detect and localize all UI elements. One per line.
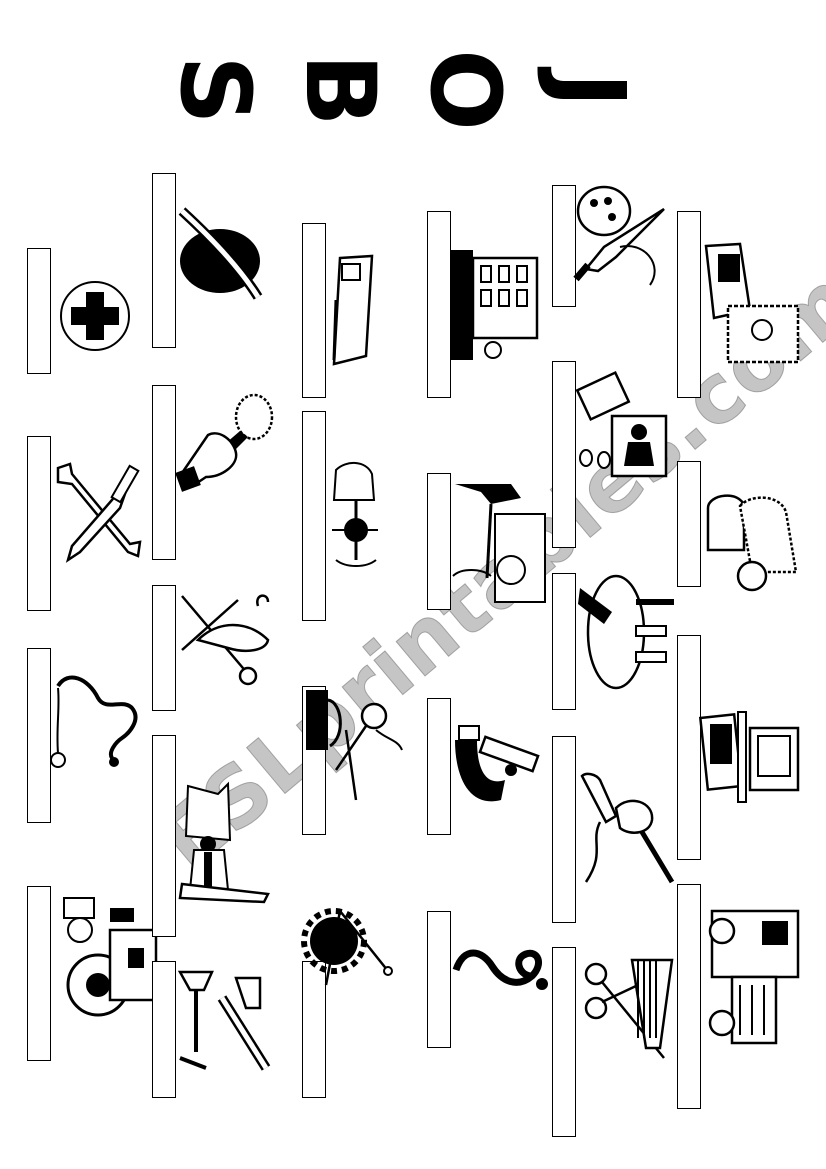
answer-box[interactable] bbox=[677, 211, 701, 398]
answer-box[interactable] bbox=[677, 635, 701, 860]
paint-palette-and-knife-icon bbox=[573, 185, 670, 290]
answer-box[interactable] bbox=[152, 385, 176, 560]
hanger-and-needle-icon bbox=[178, 590, 273, 690]
answer-box[interactable] bbox=[152, 173, 176, 348]
answer-box[interactable] bbox=[552, 736, 576, 923]
calculator-and-picture-icon bbox=[700, 240, 802, 365]
answer-box[interactable] bbox=[27, 648, 51, 823]
answer-box[interactable] bbox=[552, 947, 576, 1137]
comb-and-scissors-icon bbox=[576, 958, 676, 1068]
tape-and-scissors-icon bbox=[306, 690, 406, 815]
computer-icon bbox=[698, 710, 802, 810]
answer-box[interactable] bbox=[27, 886, 51, 1061]
answer-box[interactable] bbox=[302, 223, 326, 398]
answer-box[interactable] bbox=[152, 585, 176, 711]
answer-box[interactable] bbox=[552, 185, 576, 307]
microphone-icon bbox=[175, 393, 278, 495]
answer-box[interactable] bbox=[427, 911, 451, 1048]
microscope-icon bbox=[451, 720, 546, 815]
electric-drill-icon bbox=[576, 772, 676, 892]
delivery-truck-icon bbox=[702, 905, 804, 1045]
treble-clef-icon bbox=[452, 940, 552, 1000]
wrench-and-screwdriver-icon bbox=[50, 460, 145, 570]
answer-box[interactable] bbox=[427, 211, 451, 398]
shop-building-icon bbox=[451, 250, 541, 370]
bread-and-cheese-icon bbox=[700, 490, 805, 600]
answer-box[interactable] bbox=[27, 248, 51, 374]
book-and-paper-icon bbox=[326, 250, 381, 370]
answer-box[interactable] bbox=[552, 573, 576, 710]
answer-box[interactable] bbox=[152, 961, 176, 1098]
stethoscope-icon bbox=[48, 668, 143, 778]
answer-box[interactable] bbox=[27, 436, 51, 611]
answer-box[interactable] bbox=[677, 884, 701, 1109]
news-anchor-icon bbox=[575, 370, 671, 486]
first-aid-cross-icon bbox=[57, 278, 137, 358]
bus-driver-icon bbox=[326, 460, 386, 580]
answer-box[interactable] bbox=[302, 961, 326, 1098]
title-letter-o: O bbox=[409, 49, 521, 131]
gear-and-compass-icon bbox=[301, 905, 396, 1005]
answer-box[interactable] bbox=[677, 461, 701, 587]
answer-box[interactable] bbox=[427, 473, 451, 610]
sink-plunger-and-pipe-icon bbox=[176, 968, 276, 1078]
hat-and-feather-icon bbox=[176, 205, 271, 305]
answer-box[interactable] bbox=[302, 411, 326, 621]
office-worker-icon bbox=[178, 780, 273, 905]
answer-box[interactable] bbox=[552, 361, 576, 548]
title-letter-s: S bbox=[159, 55, 271, 125]
tractor-icon bbox=[50, 890, 160, 1020]
answer-box[interactable] bbox=[427, 698, 451, 835]
title-letter-j: J bbox=[534, 72, 646, 108]
answer-box[interactable] bbox=[152, 735, 176, 937]
plate-and-cutlery-icon bbox=[576, 572, 676, 692]
desk-lamp-icon bbox=[451, 478, 547, 606]
title-letter-b: B bbox=[284, 53, 396, 127]
